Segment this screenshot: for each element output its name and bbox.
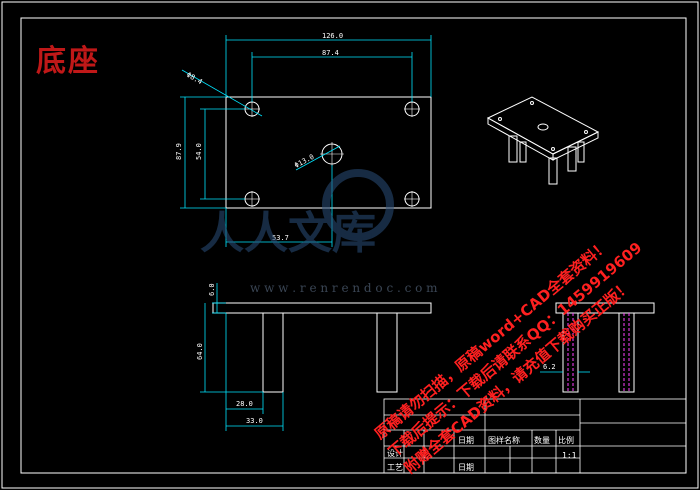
watermark-logo-text: 人人文库 xyxy=(200,208,376,259)
side-view xyxy=(540,302,655,393)
dim-hole-dia: Φ8.4 xyxy=(185,71,204,86)
tb-drawing-name: 图样名称 xyxy=(488,435,520,445)
title-block xyxy=(383,398,687,474)
front-view-dim-labels: 6.0 64.0 28.0 33.0 xyxy=(196,283,263,425)
dim-leg-width-small: 28.0 xyxy=(236,400,253,408)
title-block-text: 图样名称 数量 比例 1:1 日期 日期 设计 工艺 xyxy=(387,435,577,472)
dim-leg-width-large: 33.0 xyxy=(246,417,263,425)
dim-leg-height: 64.0 xyxy=(196,343,204,360)
top-view-dimensions xyxy=(180,35,432,247)
tb-process: 工艺 xyxy=(387,463,403,472)
tb-date-2: 日期 xyxy=(458,463,474,472)
tb-date-1: 日期 xyxy=(458,436,474,445)
dim-top-width: 126.0 xyxy=(322,32,343,40)
tb-scale-label: 比例 xyxy=(558,435,574,445)
drawing-title: 底座 xyxy=(36,44,100,79)
dim-bottom-offset: 53.7 xyxy=(272,234,289,242)
dim-hole-pitch: 87.4 xyxy=(322,49,339,57)
watermark-site: w w w . r e n r e n d o c . c o m xyxy=(250,281,438,295)
dim-height-outer: 87.9 xyxy=(175,143,183,160)
tb-quantity: 数量 xyxy=(534,435,550,445)
dim-side: 6.2 xyxy=(543,363,556,371)
front-view-dimensions xyxy=(200,283,284,431)
front-view xyxy=(212,302,432,393)
inner-frame xyxy=(20,17,687,474)
dim-height-inner: 54.0 xyxy=(195,143,203,160)
watermark-logo: 人人文库 w w w . r e n r e n d o c . c o m xyxy=(200,169,438,295)
dim-center-hole: Φ13.0 xyxy=(293,153,315,170)
tb-scale-value: 1:1 xyxy=(562,451,577,460)
tb-designer: 设计 xyxy=(387,448,403,458)
dim-plate-thickness: 6.0 xyxy=(208,283,216,296)
watermark-line-2: 下载后提示：下载后请联系QQ：1459919609 xyxy=(385,238,645,461)
isometric-view xyxy=(486,96,600,185)
